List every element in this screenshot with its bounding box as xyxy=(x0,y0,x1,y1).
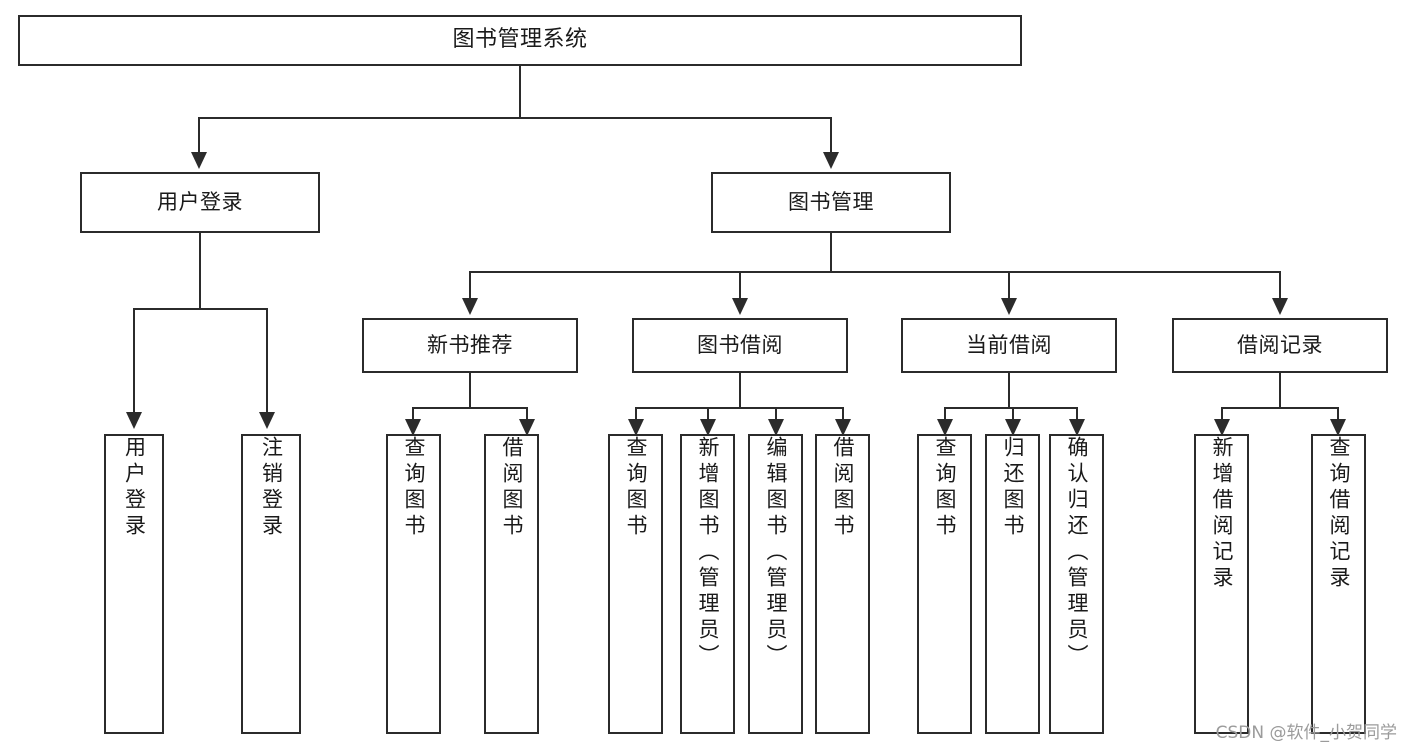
connector-drop-leaf-user-login-1 xyxy=(266,308,268,413)
arrowhead-leaf-user-login-1 xyxy=(259,412,275,429)
connector-book-borrow-bus xyxy=(635,407,843,409)
leaf-label: 归还图书 xyxy=(1001,436,1025,540)
connector-drop-book-borrow xyxy=(739,271,741,299)
connector-new-book-recommend-bus xyxy=(412,407,528,409)
node-label: 图书管理 xyxy=(788,189,874,214)
connector-drop-leaf-bb-2 xyxy=(775,407,777,420)
leaf-label: 编辑图书（管理员） xyxy=(764,436,788,670)
connector-book-borrow-stem xyxy=(739,373,741,408)
leaf-current-borrow-2[interactable]: 确认归还（管理员） xyxy=(1049,434,1104,734)
arrowhead-leaf-cb-0 xyxy=(937,419,953,436)
arrowhead-leaf-nbr-1 xyxy=(519,419,535,436)
connector-drop-leaf-br-1 xyxy=(1337,407,1339,420)
connector-drop-leaf-cb-1 xyxy=(1012,407,1014,420)
leaf-label: 查询图书 xyxy=(624,436,648,540)
leaf-label: 查询图书 xyxy=(933,436,957,540)
connector-drop-leaf-cb-0 xyxy=(944,407,946,420)
leaf-label: 注销登录 xyxy=(259,436,284,540)
arrowhead-borrow-record xyxy=(1272,298,1288,315)
leaf-borrow-record-1[interactable]: 查询借阅记录 xyxy=(1311,434,1366,734)
connector-new-book-recommend-stem xyxy=(469,373,471,408)
leaf-user-login-1[interactable]: 注销登录 xyxy=(241,434,301,734)
node-label: 图书借阅 xyxy=(697,332,783,357)
leaf-book-borrow-1[interactable]: 新增图书（管理员） xyxy=(680,434,735,734)
arrowhead-leaf-bb-3 xyxy=(835,419,851,436)
arrowhead-leaf-bb-2 xyxy=(768,419,784,436)
node-new-book-recommend[interactable]: 新书推荐 xyxy=(362,318,578,373)
connector-user-login-stem xyxy=(199,233,201,309)
arrowhead-leaf-bb-1 xyxy=(700,419,716,436)
leaf-new-book-recommend-0[interactable]: 查询图书 xyxy=(386,434,441,734)
leaf-book-borrow-2[interactable]: 编辑图书（管理员） xyxy=(748,434,803,734)
arrowhead-leaf-br-1 xyxy=(1330,419,1346,436)
connector-drop-user-login xyxy=(198,117,200,153)
connector-level3-bus xyxy=(469,271,1281,273)
leaf-book-borrow-0[interactable]: 查询图书 xyxy=(608,434,663,734)
node-label: 当前借阅 xyxy=(966,332,1052,357)
leaf-label: 查询借阅记录 xyxy=(1327,436,1351,592)
connector-drop-book-management xyxy=(830,117,832,153)
leaf-book-borrow-3[interactable]: 借阅图书 xyxy=(815,434,870,734)
node-label: 图书管理系统 xyxy=(452,27,588,53)
leaf-current-borrow-1[interactable]: 归还图书 xyxy=(985,434,1040,734)
connector-current-borrow-stem xyxy=(1008,373,1010,408)
arrowhead-book-borrow xyxy=(732,298,748,315)
arrowhead-new-book-recommend xyxy=(462,298,478,315)
connector-borrow-record-bus xyxy=(1221,407,1339,409)
arrowhead-user-login xyxy=(191,152,207,169)
node-user-login[interactable]: 用户登录 xyxy=(80,172,320,233)
node-current-borrow[interactable]: 当前借阅 xyxy=(901,318,1117,373)
leaf-label: 查询图书 xyxy=(402,436,426,540)
leaf-label: 新增借阅记录 xyxy=(1210,436,1234,592)
node-borrow-record[interactable]: 借阅记录 xyxy=(1172,318,1388,373)
connector-drop-leaf-nbr-1 xyxy=(526,407,528,420)
connector-level2-bus xyxy=(198,117,832,119)
leaf-user-login-0[interactable]: 用户登录 xyxy=(104,434,164,734)
node-label: 用户登录 xyxy=(157,189,243,214)
leaf-label: 借阅图书 xyxy=(500,436,524,540)
csdn-watermark: CSDN @软件_小贺同学 xyxy=(1215,723,1397,743)
connector-user-login-bus xyxy=(133,308,268,310)
connector-drop-new-book-recommend xyxy=(469,271,471,299)
leaf-borrow-record-0[interactable]: 新增借阅记录 xyxy=(1194,434,1249,734)
connector-drop-borrow-record xyxy=(1279,271,1281,299)
node-label: 新书推荐 xyxy=(427,332,513,357)
connector-drop-leaf-bb-3 xyxy=(842,407,844,420)
connector-drop-leaf-bb-1 xyxy=(707,407,709,420)
leaf-label: 用户登录 xyxy=(122,436,147,540)
arrowhead-leaf-cb-1 xyxy=(1005,419,1021,436)
leaf-current-borrow-0[interactable]: 查询图书 xyxy=(917,434,972,734)
connector-drop-leaf-br-0 xyxy=(1221,407,1223,420)
connector-drop-current-borrow xyxy=(1008,271,1010,299)
connector-book-management-stem xyxy=(830,233,832,272)
connector-drop-leaf-user-login-0 xyxy=(133,308,135,413)
arrowhead-leaf-nbr-0 xyxy=(405,419,421,436)
connector-drop-leaf-nbr-0 xyxy=(412,407,414,420)
leaf-new-book-recommend-1[interactable]: 借阅图书 xyxy=(484,434,539,734)
leaf-label: 借阅图书 xyxy=(831,436,855,540)
connector-drop-leaf-bb-0 xyxy=(635,407,637,420)
leaf-label: 确认归还（管理员） xyxy=(1065,436,1089,670)
arrowhead-leaf-cb-2 xyxy=(1069,419,1085,436)
connector-drop-leaf-cb-2 xyxy=(1076,407,1078,420)
arrowhead-leaf-br-0 xyxy=(1214,419,1230,436)
arrowhead-book-management xyxy=(823,152,839,169)
node-book-borrow[interactable]: 图书借阅 xyxy=(632,318,848,373)
node-root-book-management-system[interactable]: 图书管理系统 xyxy=(18,15,1022,66)
arrowhead-leaf-user-login-0 xyxy=(126,412,142,429)
connector-root-stem xyxy=(519,66,521,118)
arrowhead-current-borrow xyxy=(1001,298,1017,315)
arrowhead-leaf-bb-0 xyxy=(628,419,644,436)
node-book-management[interactable]: 图书管理 xyxy=(711,172,951,233)
connector-current-borrow-bus xyxy=(944,407,1076,409)
node-label: 借阅记录 xyxy=(1237,332,1323,357)
leaf-label: 新增图书（管理员） xyxy=(696,436,720,670)
connector-borrow-record-stem xyxy=(1279,373,1281,408)
